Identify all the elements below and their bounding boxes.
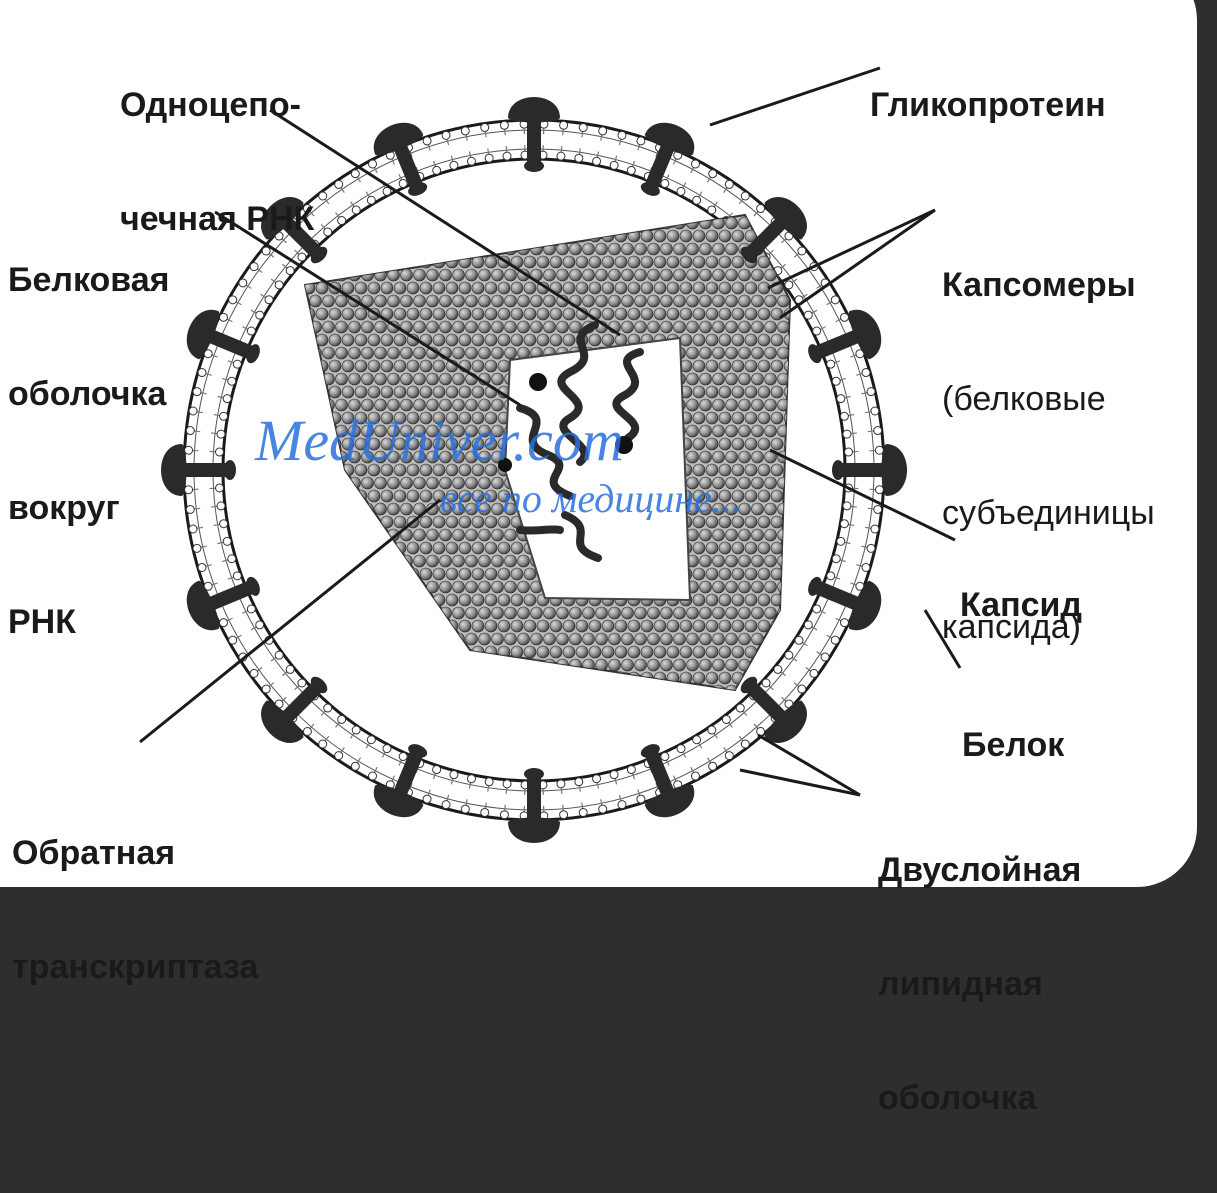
rna-strand-5 bbox=[520, 529, 560, 530]
label-lipid-bilayer: Двуслойная липидная оболочка bbox=[878, 775, 1081, 1193]
label-line: Капсомеры bbox=[942, 266, 1155, 304]
watermark-site: MedUniver.com bbox=[255, 410, 624, 472]
label-line: Капсид bbox=[960, 586, 1082, 624]
label-reverse-transcriptase: Обратная транскриптаза bbox=[12, 758, 258, 1062]
label-line: (белковые bbox=[942, 380, 1155, 418]
label-line: оболочка bbox=[8, 375, 169, 413]
label-protein-shell: Белковая оболочка вокруг РНК bbox=[8, 185, 169, 717]
watermark-tagline: все по медицине... bbox=[440, 478, 742, 520]
label-line: Белок bbox=[962, 726, 1064, 764]
label-line: Гликопротеин bbox=[870, 86, 1106, 124]
label-line: Обратная bbox=[12, 834, 258, 872]
label-line: Двуслойная bbox=[878, 851, 1081, 889]
label-line: РНК bbox=[8, 603, 169, 641]
label-line: оболочка bbox=[878, 1079, 1081, 1117]
leader-bilayer-b bbox=[740, 770, 860, 795]
label-line: липидная bbox=[878, 965, 1081, 1003]
label-glycoprotein: Гликопротеин bbox=[870, 10, 1106, 200]
leader-bilayer-a bbox=[758, 735, 860, 795]
label-line: Одноцепо- bbox=[120, 86, 314, 124]
rt-dot bbox=[529, 373, 547, 391]
diagram-stage: MedUniver.com все по медицине... Одноцеп… bbox=[0, 0, 1217, 897]
leader-glycoprotein bbox=[710, 68, 880, 125]
label-line: вокруг bbox=[8, 489, 169, 527]
label-line: транскриптаза bbox=[12, 948, 258, 986]
label-line: Белковая bbox=[8, 261, 169, 299]
